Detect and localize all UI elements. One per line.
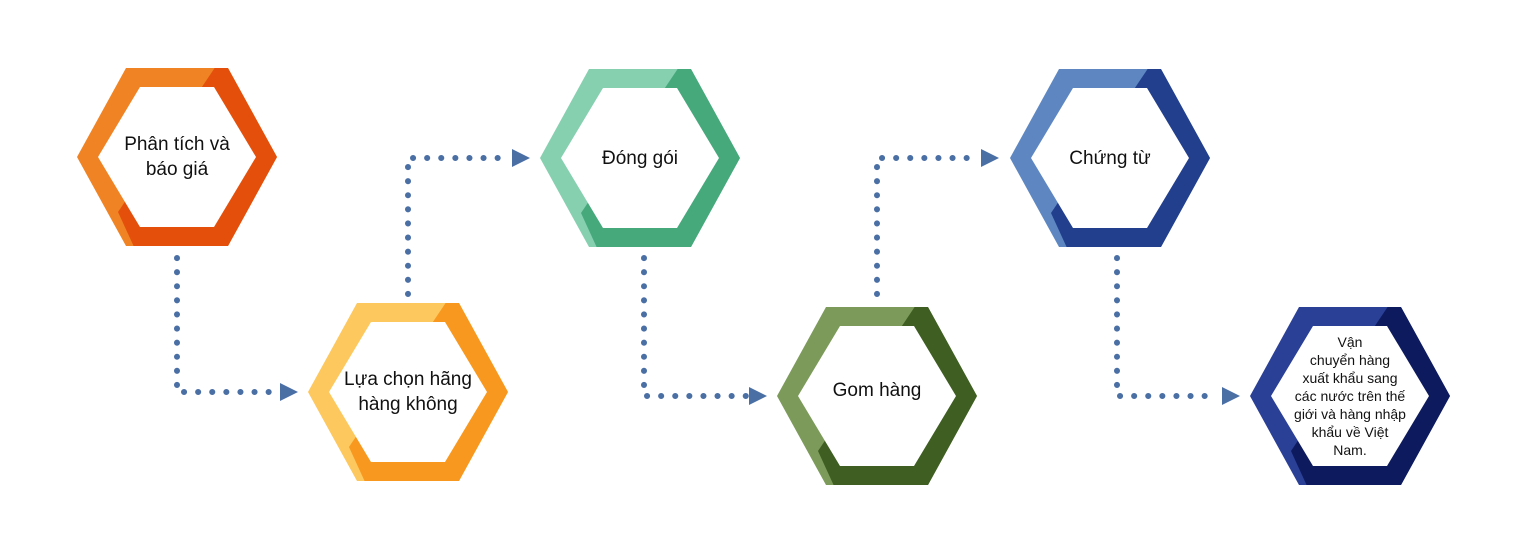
arrowhead [981, 149, 999, 167]
hexagon-step-3 [540, 69, 740, 247]
connector-4-5 [874, 149, 999, 297]
step-1-label: Phân tích và báo giá [102, 100, 252, 214]
step-2-text: Lựa chọn hãng hàng không [344, 369, 472, 415]
step-1-text: Phân tích và báo giá [124, 134, 230, 180]
step-5-text: Chứng từ [1069, 147, 1151, 169]
connectors [174, 149, 1240, 405]
step-2-label: Lựa chọn hãng hàng không [328, 335, 488, 449]
hexagon-step-2 [308, 303, 508, 481]
arrowhead [749, 387, 767, 405]
step-6-text: Vận chuyển hàng xuất khẩu sang các nước … [1294, 334, 1406, 458]
arrowhead [512, 149, 530, 167]
step-4-text: Gom hàng [832, 379, 922, 401]
connector-5-6 [1114, 255, 1240, 405]
step-3-label: Đóng gói [565, 101, 715, 215]
step-6-label: Vận chuyển hàng xuất khẩu sang các nước … [1280, 326, 1420, 466]
connector-2-3 [405, 149, 530, 297]
step-5-label: Chứng từ [1035, 101, 1185, 215]
hexagon-step-1 [77, 68, 277, 246]
hexagon-step-6 [1250, 307, 1450, 485]
step-3-text: Đóng gói [601, 147, 679, 169]
hexagon-step-4 [777, 307, 977, 485]
hexagon-step-5 [1010, 69, 1210, 247]
step-4-label: Gom hàng [802, 333, 952, 447]
arrowhead [1222, 387, 1240, 405]
arrowhead [280, 383, 298, 401]
connector-1-2 [174, 255, 298, 401]
connector-3-4 [641, 255, 767, 405]
